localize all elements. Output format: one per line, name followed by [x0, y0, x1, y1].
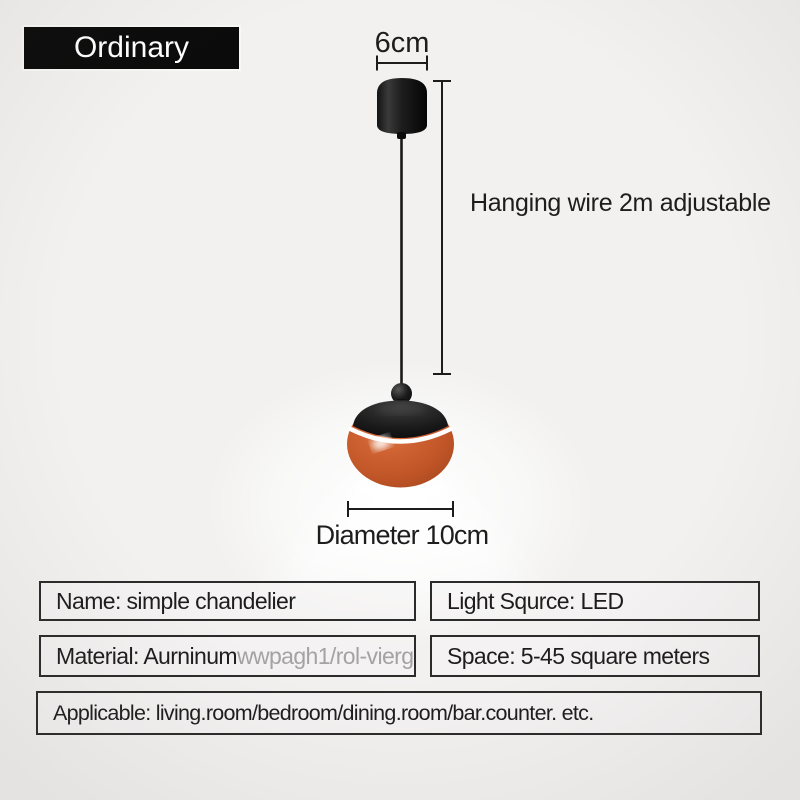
spec-light-source-text: Light Squrce: LED — [447, 587, 624, 614]
wire-length-label: Hanging wire 2m adjustable — [470, 189, 771, 217]
spec-space-text: Space: 5-45 square meters — [447, 642, 710, 669]
spec-box-material: Material: Aurninum wwpagh1/rol-vierg — [39, 635, 416, 677]
canopy-width-dimension-line — [376, 55, 428, 71]
spec-applicable-text: Applicable: living.room/bedroom/dining.r… — [53, 700, 594, 725]
lamp-ball-joint — [391, 383, 412, 404]
spec-box-space: Space: 5-45 square meters — [430, 635, 760, 677]
shade-white-trim — [348, 426, 453, 444]
shade-highlight — [371, 436, 391, 450]
lamp-canopy — [377, 78, 427, 139]
diameter-dimension-line — [347, 501, 454, 517]
spec-box-applicable: Applicable: living.room/bedroom/dining.r… — [36, 691, 762, 735]
badge-label: Ordinary — [73, 31, 190, 64]
lamp-shade — [347, 400, 454, 488]
lamp-light-cone — [246, 478, 556, 614]
badge-ordinary: Ordinary — [22, 25, 241, 71]
diameter-label: Diameter 10cm — [315, 520, 489, 550]
canopy-width-label: 6cm — [374, 27, 430, 59]
wire-length-dimension-line — [433, 80, 451, 375]
spec-box-light-source: Light Squrce: LED — [430, 581, 760, 621]
spec-material-text: Material: Aurninum — [56, 642, 238, 669]
spec-name-text: Name: simple chandelier — [56, 587, 296, 614]
spec-material-faded-text: wwpagh1/rol-vierg — [236, 642, 414, 669]
spec-box-name: Name: simple chandelier — [39, 581, 416, 621]
